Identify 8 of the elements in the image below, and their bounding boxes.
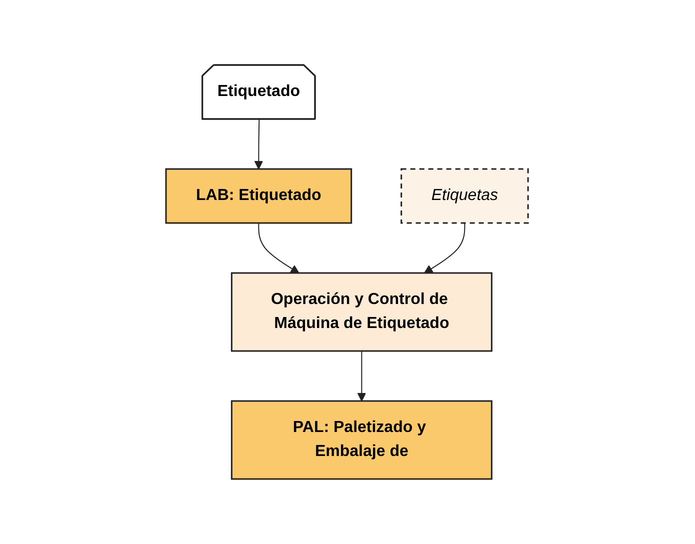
- arrow: [254, 119, 264, 170]
- arrow: [424, 222, 466, 274]
- node-box: Operación y Control de Máquina de Etiquetado: [231, 272, 493, 352]
- node-box: LAB: Etiquetado: [166, 168, 353, 224]
- arrow: [358, 350, 367, 402]
- node-box: PAL: Paletizado y Embalaje de: [231, 400, 493, 480]
- node-box: Etiquetas: [401, 168, 530, 224]
- arrow: [258, 222, 300, 274]
